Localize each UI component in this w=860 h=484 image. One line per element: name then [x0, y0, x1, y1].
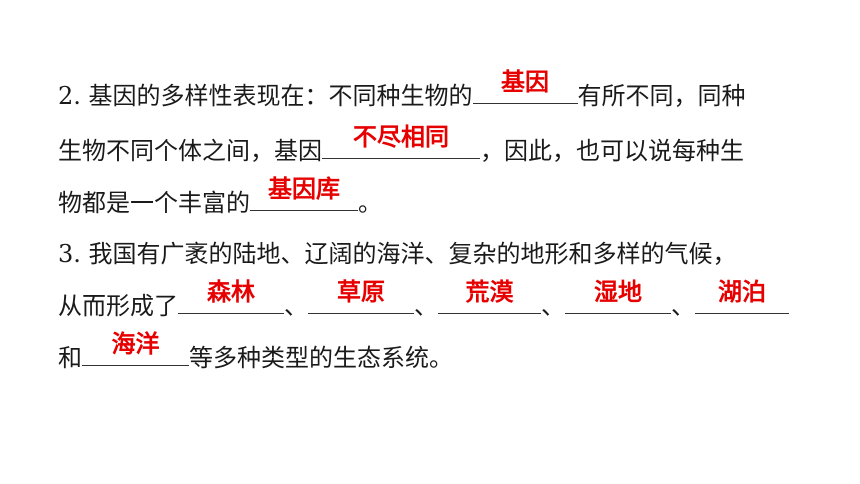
- q2-line-3: 物都是一个丰富的基因库。: [58, 176, 382, 222]
- q2-answer-2: 不尽相同: [353, 123, 449, 151]
- q3-answer-5: 湖泊: [718, 278, 766, 306]
- q2-line-3-text-b: 。: [358, 189, 382, 217]
- q3-line-1: 3. 我国有广袤的陆地、辽阔的海洋、复杂的地形和多样的气候，: [58, 234, 737, 274]
- q3-separator: 、: [414, 292, 438, 320]
- q3-blank-1: 森林: [178, 279, 284, 314]
- q2-blank-3: 基因库: [250, 176, 358, 211]
- q3-blank-2: 草原: [308, 279, 414, 314]
- q2-answer-3: 基因库: [268, 175, 340, 203]
- q3-line-3-text-b: 等多种类型的生态系统。: [189, 344, 453, 372]
- q3-line-3: 和 海洋等多种类型的生态系统。: [58, 331, 453, 377]
- q3-answer-3: 荒漠: [465, 278, 514, 306]
- q3-blank-6: 海洋: [82, 331, 189, 366]
- q2-line-3-text-a: 物都是一个丰富的: [58, 189, 250, 217]
- q3-blank-5: 湖泊: [695, 279, 789, 314]
- q3-line-2-text-a: 从而形成了: [58, 292, 178, 320]
- q3-line-1-text: 3. 我国有广袤的陆地、辽阔的海洋、复杂的地形和多样的气候，: [58, 240, 737, 268]
- q2-blank-2: 不尽相同: [322, 124, 480, 159]
- q2-line-1-text-a: 2. 基因的多样性表现在：不同种生物的: [58, 82, 473, 110]
- q2-line-1-text-b: 有所不同，同种: [577, 82, 746, 110]
- q3-answer-2: 草原: [337, 278, 385, 306]
- q2-line-2: 生物不同个体之间，基因 不尽相同 ，因此，也可以说每种生: [58, 124, 744, 170]
- q2-blank-1: 基因: [472, 69, 578, 104]
- q3-answer-4: 湿地: [594, 278, 642, 306]
- q3-line-2: 从而形成了森林、草原、荒漠、湿地、湖泊: [58, 279, 789, 325]
- q2-line-2-text-b: ，因此，也可以说每种生: [480, 137, 744, 165]
- q3-blank-3: 荒漠: [438, 279, 541, 314]
- q3-separator: 、: [541, 292, 565, 320]
- q3-separator: 、: [284, 292, 308, 320]
- q2-line-2-text-a: 生物不同个体之间，基因: [58, 137, 322, 165]
- q2-answer-1: 基因: [501, 68, 550, 96]
- q3-answer-6: 海洋: [111, 330, 160, 358]
- q3-blank-4: 湿地: [565, 279, 671, 314]
- q3-line-3-text-a: 和: [58, 344, 82, 372]
- q3-answer-1: 森林: [207, 278, 255, 306]
- q3-separator: 、: [671, 292, 695, 320]
- q2-line-1: 2. 基因的多样性表现在：不同种生物的基因有所不同，同种: [58, 69, 746, 115]
